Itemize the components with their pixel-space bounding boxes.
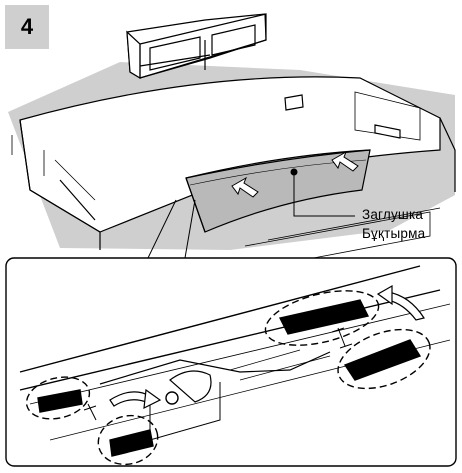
step-number-badge: 4 bbox=[5, 5, 49, 49]
curved-arrow-icon bbox=[109, 284, 425, 410]
zoom-lines bbox=[147, 199, 196, 259]
arrow-icon bbox=[231, 150, 359, 198]
highlight-circles bbox=[25, 290, 431, 466]
cover-piece bbox=[185, 149, 371, 233]
tv-stand bbox=[126, 13, 267, 80]
part-label-primary: Заглушка bbox=[362, 207, 424, 222]
step-number: 4 bbox=[20, 14, 34, 39]
leader-line bbox=[290, 168, 355, 217]
part-label-secondary: Бұқтырма bbox=[362, 226, 426, 241]
detail-view bbox=[19, 265, 451, 457]
